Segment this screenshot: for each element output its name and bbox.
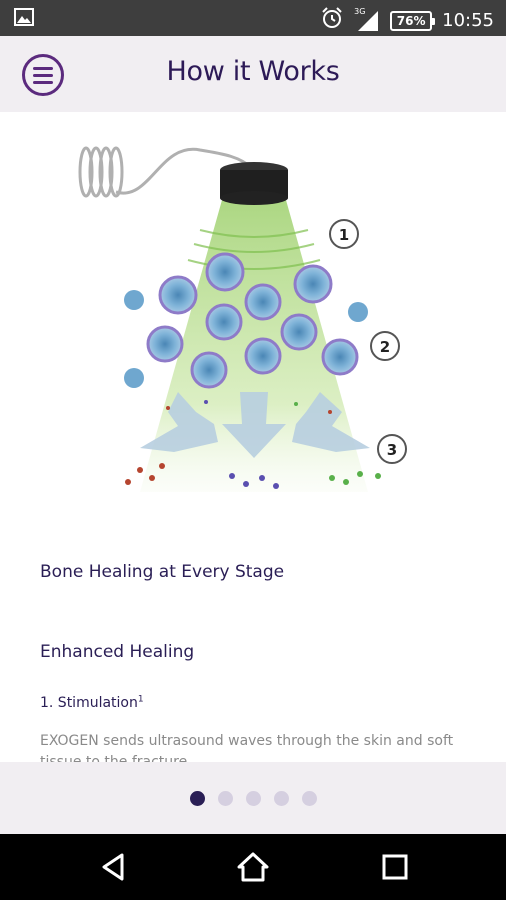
footnote-marker: 1 — [137, 694, 144, 705]
subsection-heading: Enhanced Healing — [40, 642, 195, 662]
battery-icon: 76% — [390, 10, 436, 31]
image-icon — [14, 8, 34, 31]
back-icon[interactable] — [96, 850, 130, 884]
step-description: EXOGEN sends ultrasound waves through th… — [40, 733, 454, 762]
page-dot-1[interactable] — [189, 790, 205, 806]
callout-3: 3 — [377, 434, 407, 464]
battery-level: 76% — [396, 13, 426, 28]
callout-2: 2 — [370, 331, 400, 361]
transducer-head — [220, 162, 288, 205]
home-icon[interactable] — [236, 850, 270, 884]
page-title: How it Works — [166, 56, 340, 87]
particles — [125, 400, 381, 489]
section-heading: Bone Healing at Every Stage — [40, 562, 285, 582]
callout-1: 1 — [329, 219, 359, 249]
recents-icon[interactable] — [378, 850, 412, 884]
ultrasound-illustration: 1 2 3 — [0, 112, 506, 532]
system-nav-bar — [0, 834, 506, 900]
cells — [124, 252, 368, 389]
svg-text:2: 2 — [380, 338, 390, 356]
signal-icon: 3G — [354, 6, 380, 33]
page-dot-2[interactable] — [217, 790, 233, 806]
hamburger-menu-icon[interactable] — [22, 54, 64, 96]
svg-text:1: 1 — [339, 226, 349, 244]
page-dot-4[interactable] — [273, 790, 289, 806]
alarm-icon — [320, 6, 344, 35]
page-dot-5[interactable] — [301, 790, 317, 806]
page-indicator — [0, 762, 506, 834]
app-header: How it Works — [0, 36, 506, 112]
page-dot-3[interactable] — [245, 790, 261, 806]
network-label: 3G — [354, 6, 366, 16]
step-title: 1. Stimulation1 — [40, 694, 144, 711]
clock: 10:55 — [442, 10, 494, 31]
content-area[interactable]: Bone Healing at Every Stage Enhanced Hea… — [0, 532, 506, 762]
cable-coil — [78, 146, 254, 198]
status-bar: 3G 76% 10:55 — [0, 0, 506, 36]
svg-text:3: 3 — [387, 441, 397, 459]
flow-arrows — [140, 392, 370, 458]
